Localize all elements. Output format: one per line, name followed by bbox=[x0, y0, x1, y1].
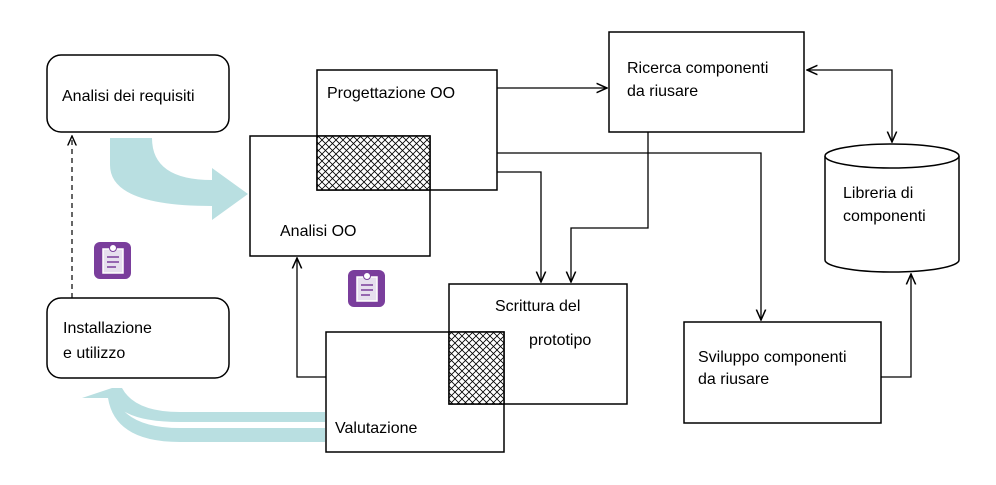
arrow-sviluppo-to-libreria bbox=[881, 274, 911, 378]
wide-arrow-to-installazione bbox=[82, 388, 325, 442]
scrittura-valutazione-overlap bbox=[448, 331, 505, 405]
ricerca-componenti-label-2: da riusare bbox=[627, 83, 698, 100]
progettazione-oo-label: Progettazione OO bbox=[327, 85, 455, 102]
wide-arrow-to-analisi-oo bbox=[110, 138, 248, 220]
installazione-box bbox=[46, 297, 230, 379]
analisi-requisiti-label: Analisi dei requisiti bbox=[62, 88, 195, 105]
progettazione-analisi-overlap bbox=[316, 135, 431, 191]
arrow-ricerca-libreria-bidirectional bbox=[807, 70, 892, 142]
arrow-progettazione-to-sviluppo bbox=[497, 152, 761, 320]
analisi-requisiti-box bbox=[46, 54, 230, 133]
libreria-componenti-label-2: componenti bbox=[843, 208, 926, 225]
installazione-label-1: Installazione bbox=[63, 320, 152, 337]
libreria-componenti-cylinder bbox=[824, 143, 960, 273]
arrow-progettazione-to-scrittura bbox=[497, 171, 541, 282]
scrittura-prototipo-label-2: prototipo bbox=[529, 332, 591, 349]
scrittura-prototipo-label-1: Scrittura del bbox=[495, 298, 580, 315]
valutazione-label: Valutazione bbox=[335, 420, 418, 437]
notepad-icon bbox=[348, 270, 385, 307]
arrow-valutazione-to-analisi bbox=[297, 258, 326, 378]
ricerca-componenti-label-1: Ricerca componenti bbox=[627, 60, 768, 77]
sviluppo-componenti-box bbox=[683, 321, 882, 424]
arrow-ricerca-to-scrittura bbox=[571, 132, 649, 282]
ricerca-componenti-box bbox=[608, 31, 805, 133]
libreria-componenti-label-1: Libreria di bbox=[843, 185, 913, 202]
analisi-oo-label: Analisi OO bbox=[280, 223, 356, 240]
installazione-label-2: e utilizzo bbox=[63, 345, 125, 362]
sviluppo-componenti-label-1: Sviluppo componenti bbox=[698, 349, 847, 366]
notepad-icon bbox=[94, 242, 131, 279]
sviluppo-componenti-label-2: da riusare bbox=[698, 371, 769, 388]
